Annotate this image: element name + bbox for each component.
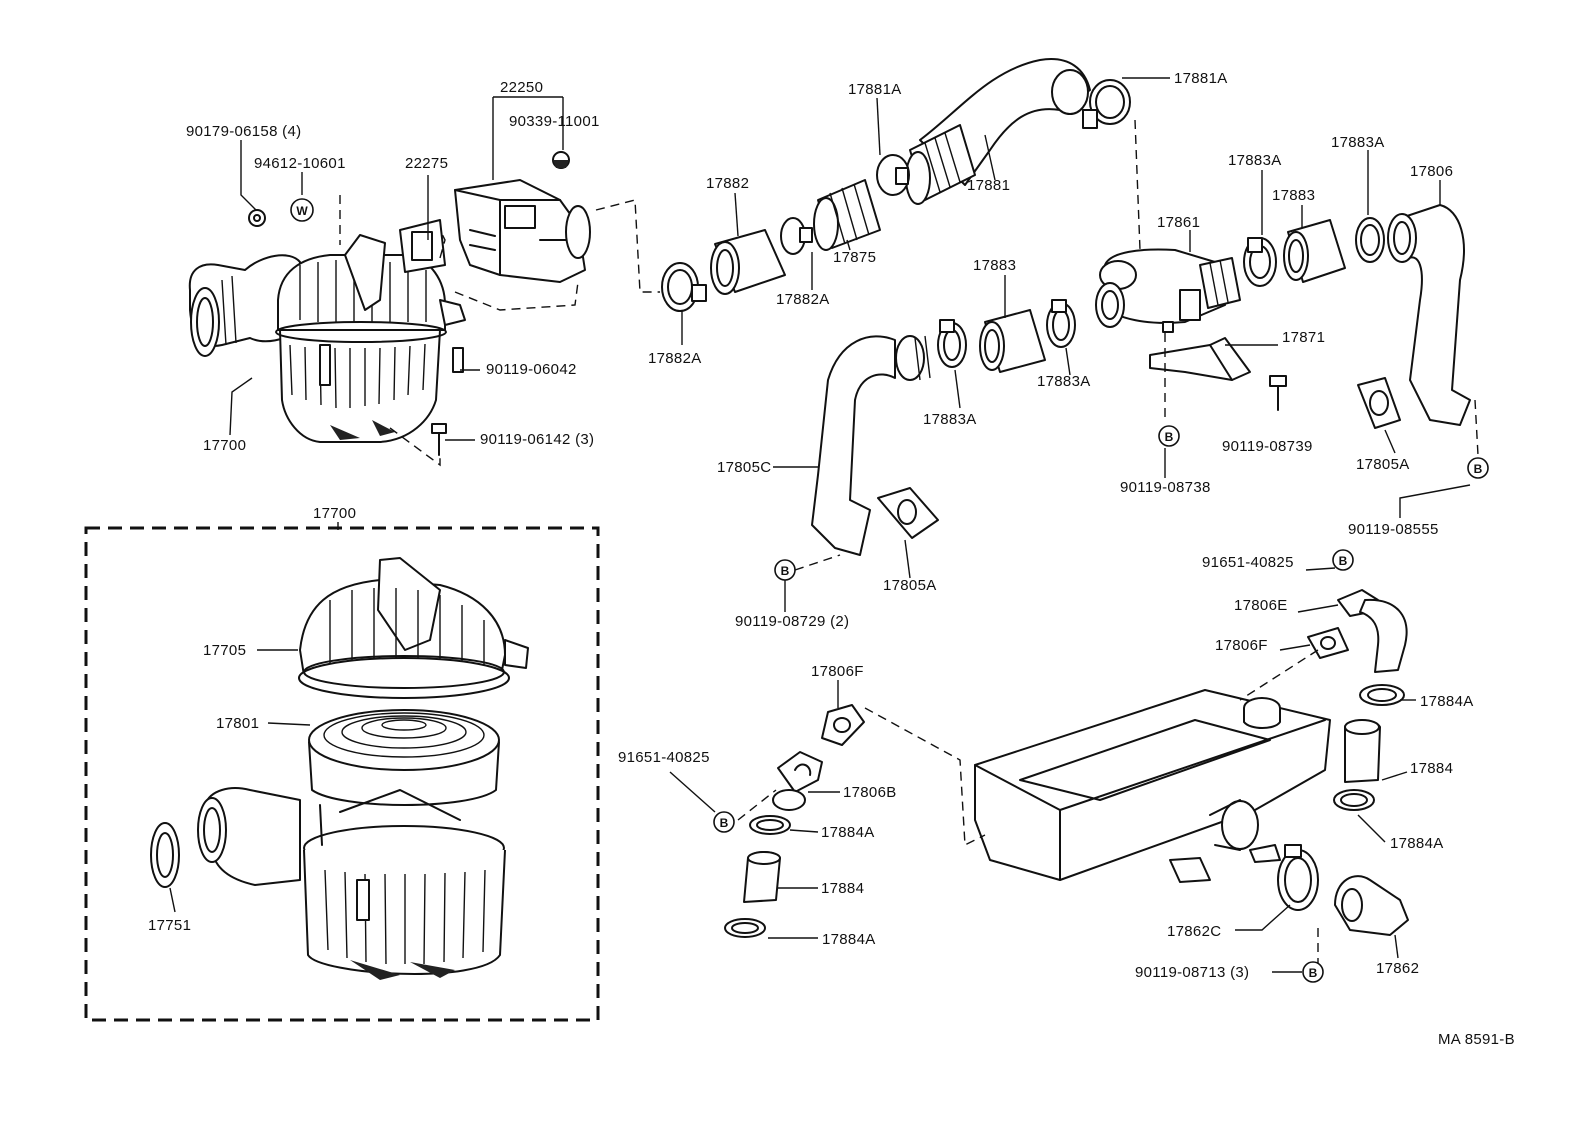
left-outlet-hoses: [724, 704, 865, 938]
label-17881a-left: 17881A: [848, 81, 902, 98]
svg-text:B: B: [720, 816, 729, 830]
label-90179-06158: 90179-06158 (4): [186, 123, 301, 140]
label-17805c: 17805C: [717, 459, 771, 476]
marker-b-91651-top: B: [1332, 549, 1354, 571]
label-17884a-right-bottom: 17884A: [1390, 835, 1444, 852]
label-17884a-left-bottom: 17884A: [822, 931, 876, 948]
svg-text:B: B: [1165, 430, 1174, 444]
label-17806f-left: 17806F: [811, 663, 864, 680]
marker-b-08738: B: [1158, 425, 1180, 447]
label-17882a-low: 17882A: [648, 350, 702, 367]
intake-pipes: [661, 58, 1131, 312]
label-17883a-mid: 17883A: [1037, 373, 1091, 390]
label-17883a-low: 17883A: [923, 411, 977, 428]
label-17884a-left-top: 17884A: [821, 824, 875, 841]
connector-17861: [1095, 248, 1287, 411]
label-17882: 17882: [706, 175, 749, 192]
label-17861: 17861: [1157, 214, 1200, 231]
right-outlet-hoses: [1277, 589, 1409, 936]
svg-text:B: B: [1474, 462, 1483, 476]
label-17862c: 17862C: [1167, 923, 1221, 940]
label-17881a-right: 17881A: [1174, 70, 1228, 87]
label-17881: 17881: [967, 177, 1010, 194]
label-94612-10601: 94612-10601: [254, 155, 346, 172]
airflow-meter: [399, 151, 591, 283]
svg-text:B: B: [781, 564, 790, 578]
label-17871: 17871: [1282, 329, 1325, 346]
left-pipes: [811, 299, 1076, 556]
label-91651-40825-top: 91651-40825: [1202, 554, 1294, 571]
svg-text:W: W: [296, 204, 308, 218]
label-22250: 22250: [500, 79, 543, 96]
label-17884a-right-top: 17884A: [1420, 693, 1474, 710]
label-17883-left: 17883: [973, 257, 1016, 274]
marker-w: W: [290, 198, 314, 222]
label-90119-06142: 90119-06142 (3): [480, 431, 594, 448]
label-90119-08555: 90119-08555: [1348, 521, 1439, 538]
reference-code: MA 8591-B: [1438, 1031, 1515, 1048]
intercooler: [974, 689, 1331, 883]
leader-lines: [169, 77, 1471, 973]
label-17806e: 17806E: [1234, 597, 1288, 614]
label-17805a-right: 17805A: [1356, 456, 1410, 473]
label-17882a-mid: 17882A: [776, 291, 830, 308]
label-17751: 17751: [148, 917, 191, 934]
label-90119-06042: 90119-06042: [486, 361, 577, 378]
label-17805a-left: 17805A: [883, 577, 937, 594]
air-cleaner-assembly: [188, 209, 466, 456]
marker-b-08713: B: [1302, 961, 1324, 983]
part-labels: 22250 90339-11001 90179-06158 (4) 94612-…: [148, 70, 1515, 1048]
label-90119-08738: 90119-08738: [1120, 479, 1211, 496]
label-17883-right: 17883: [1272, 187, 1315, 204]
svg-text:B: B: [1339, 554, 1348, 568]
label-90119-08729: 90119-08729 (2): [735, 613, 849, 630]
label-17883a-top-left: 17883A: [1228, 152, 1282, 169]
label-17801: 17801: [216, 715, 259, 732]
label-91651-40825-left: 91651-40825: [618, 749, 710, 766]
label-22275: 22275: [405, 155, 448, 172]
label-90119-08713: 90119-08713 (3): [1135, 964, 1249, 981]
marker-b-08555: B: [1467, 457, 1489, 479]
marker-b-08729: B: [774, 559, 796, 581]
label-17806b: 17806B: [843, 784, 897, 801]
label-17862: 17862: [1376, 960, 1419, 977]
label-17875: 17875: [833, 249, 876, 266]
label-17700-box: 17700: [313, 505, 356, 522]
dashed-connection-lines: [339, 119, 1479, 968]
label-90339-11001: 90339-11001: [509, 113, 600, 130]
right-pipes: [1243, 204, 1471, 429]
exploded-air-cleaner: [84, 526, 600, 1022]
label-90119-08739: 90119-08739: [1222, 438, 1313, 455]
label-17806f-right: 17806F: [1215, 637, 1268, 654]
label-17700-top: 17700: [203, 437, 246, 454]
marker-b-91651-left: B: [713, 811, 735, 833]
label-17883a-top-right: 17883A: [1331, 134, 1385, 151]
label-17705: 17705: [203, 642, 246, 659]
label-17884-left: 17884: [821, 880, 864, 897]
label-17884-right: 17884: [1410, 760, 1453, 777]
svg-text:B: B: [1309, 966, 1318, 980]
label-17806: 17806: [1410, 163, 1453, 180]
